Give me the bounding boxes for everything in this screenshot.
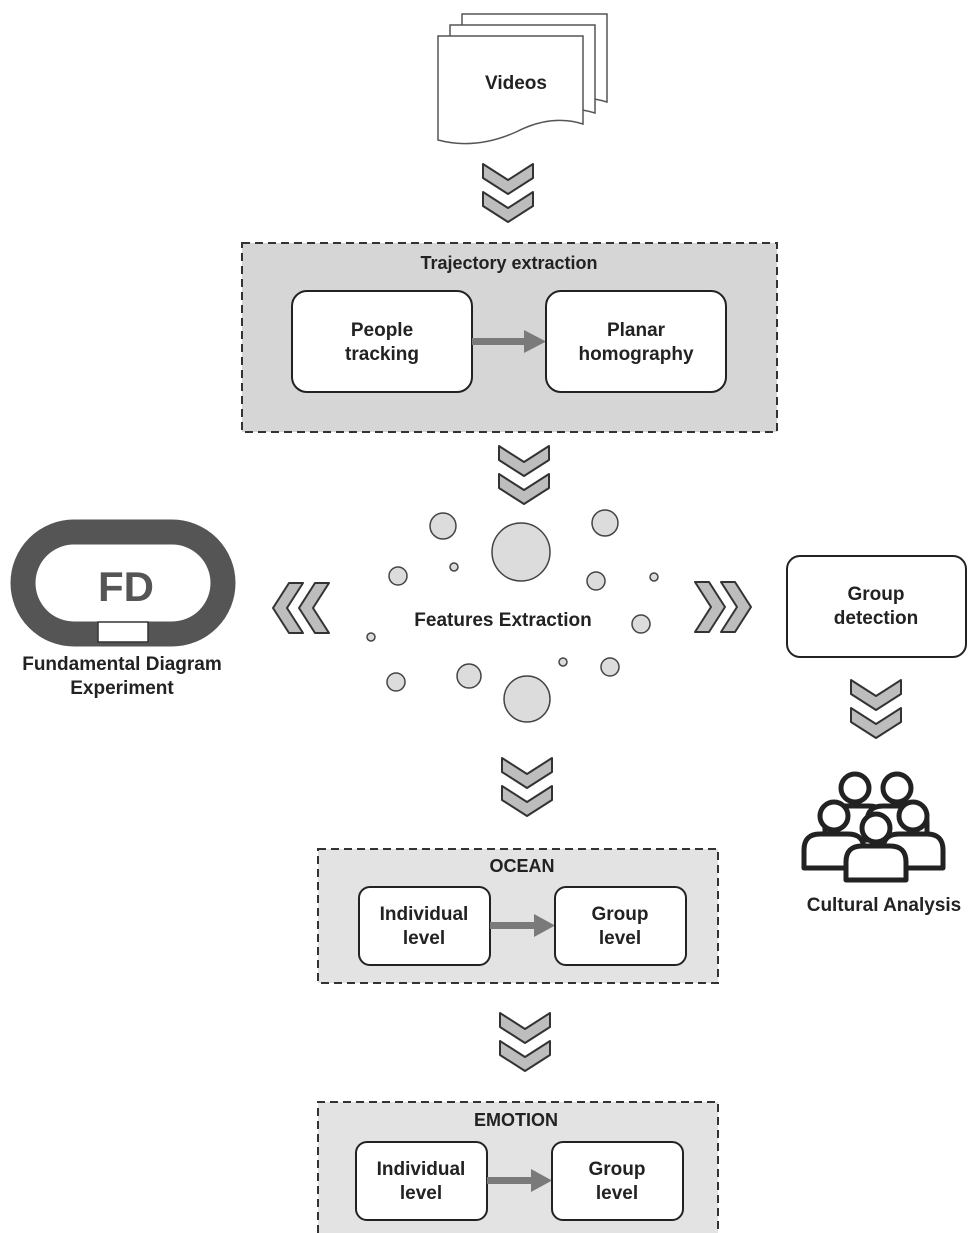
people-tracking-line2: tracking xyxy=(345,344,419,365)
group-detection-box xyxy=(786,555,967,658)
chevron-down-icon xyxy=(498,445,550,505)
arrow-right-icon xyxy=(490,914,555,937)
fd-track-logo: FD xyxy=(10,519,236,647)
trajectory-title: Trajectory extraction xyxy=(420,253,597,273)
feature-bubble xyxy=(366,632,376,642)
emotion-individual-box xyxy=(355,1141,488,1221)
planar-homography-box xyxy=(545,290,727,393)
feature-bubble xyxy=(586,571,606,591)
feature-bubble xyxy=(456,663,482,689)
feature-bubble xyxy=(558,657,568,667)
people-tracking-box xyxy=(291,290,473,393)
chevron-down-icon xyxy=(501,757,553,817)
ocean-individual-box xyxy=(358,886,491,966)
features-extraction-label: Features Extraction xyxy=(414,610,591,631)
arrow-right-icon xyxy=(472,330,546,353)
cultural-analysis-label: Cultural Analysis xyxy=(807,895,962,916)
emotion-title: EMOTION xyxy=(474,1110,558,1130)
feature-bubble xyxy=(386,672,406,692)
feature-bubble xyxy=(503,675,551,723)
planar-homography-line2: homography xyxy=(578,344,693,365)
ocean-title: OCEAN xyxy=(489,856,554,876)
group-detection-line2: detection xyxy=(834,608,918,629)
feature-bubble xyxy=(631,614,651,634)
feature-bubble xyxy=(649,572,659,582)
people-tracking-line1: People xyxy=(351,320,413,341)
videos-label: Videos xyxy=(485,73,547,94)
ocean-group-box xyxy=(554,886,687,966)
ocean-group-line1: Group xyxy=(592,904,649,925)
fd-caption-line2: Experiment xyxy=(70,678,174,699)
videos-icon xyxy=(437,13,608,145)
emotion-individual-line2: level xyxy=(400,1183,442,1204)
emotion-group-box xyxy=(551,1141,684,1221)
chevron-down-icon xyxy=(850,679,902,739)
fd-caption-line1: Fundamental Diagram xyxy=(22,654,222,675)
chevron-down-icon xyxy=(482,163,534,223)
feature-bubble xyxy=(591,509,619,537)
arrow-right-icon xyxy=(487,1169,552,1192)
emotion-group-line1: Group xyxy=(589,1159,646,1180)
feature-bubble xyxy=(600,657,620,677)
feature-bubble xyxy=(388,566,408,586)
ocean-individual-line2: level xyxy=(403,928,445,949)
emotion-individual-line1: Individual xyxy=(377,1159,466,1180)
ocean-individual-line1: Individual xyxy=(380,904,469,925)
crowd-icon xyxy=(804,774,943,880)
chevron-left-icon xyxy=(272,582,330,634)
fd-logo-text: FD xyxy=(98,563,154,610)
feature-bubble xyxy=(449,562,459,572)
feature-bubble xyxy=(429,512,457,540)
emotion-group-line2: level xyxy=(596,1183,638,1204)
planar-homography-line1: Planar xyxy=(607,320,666,341)
group-detection-line1: Group xyxy=(848,584,905,605)
feature-bubbles xyxy=(366,509,659,723)
feature-bubble xyxy=(491,522,551,582)
chevron-down-icon xyxy=(499,1012,551,1072)
chevron-right-icon xyxy=(694,581,752,633)
ocean-group-line2: level xyxy=(599,928,641,949)
